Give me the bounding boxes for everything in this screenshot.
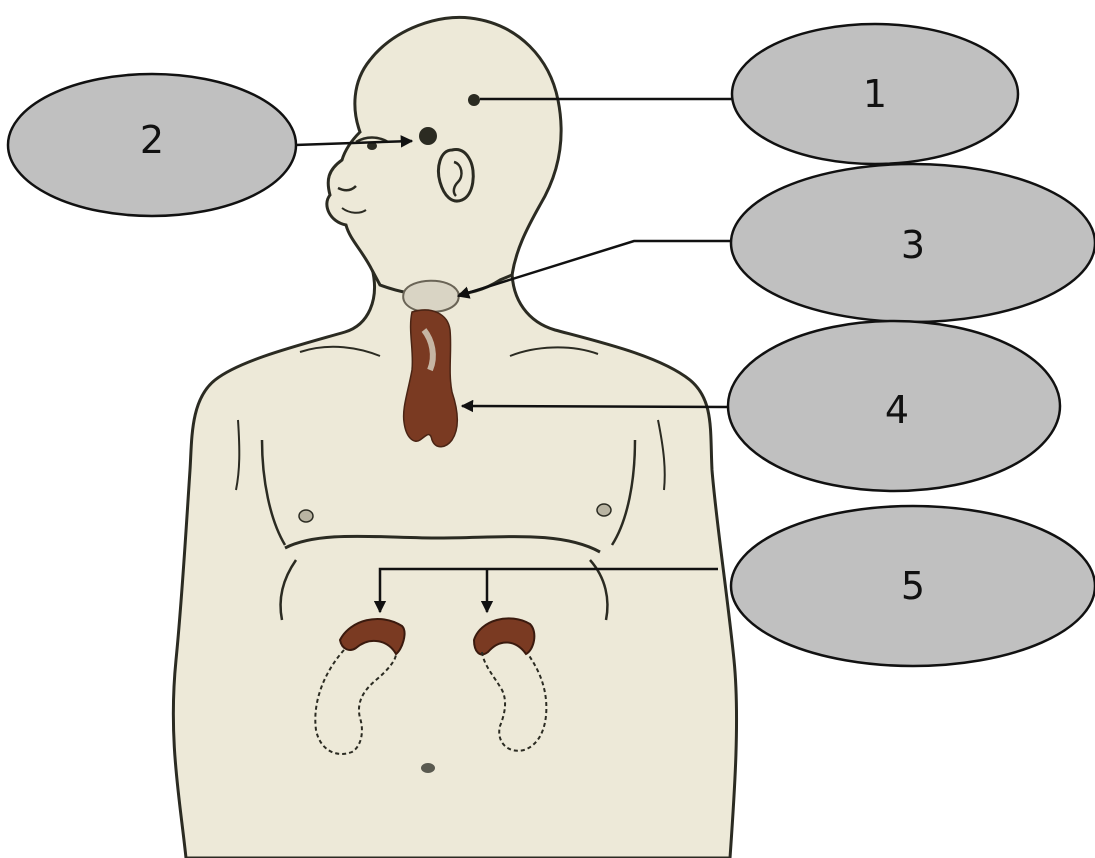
- label-bubble-3: 3: [731, 164, 1095, 322]
- label-bubble-4: 4: [728, 321, 1060, 491]
- pineal-gland: [468, 94, 480, 106]
- label-bubble-2: 2: [8, 74, 296, 216]
- thyroid-gland: [403, 281, 458, 312]
- pointer-line-4: [462, 406, 728, 407]
- pituitary-gland: [419, 127, 437, 145]
- label-5-text: 5: [901, 564, 925, 608]
- label-bubble-5: 5: [731, 506, 1095, 666]
- thymus-gland: [404, 310, 458, 447]
- label-bubble-1: 1: [732, 24, 1018, 164]
- label-2-text: 2: [140, 118, 164, 162]
- label-3-text: 3: [901, 223, 925, 267]
- label-4-text: 4: [885, 388, 909, 432]
- ear-icon: [439, 149, 474, 201]
- label-1-text: 1: [863, 72, 887, 116]
